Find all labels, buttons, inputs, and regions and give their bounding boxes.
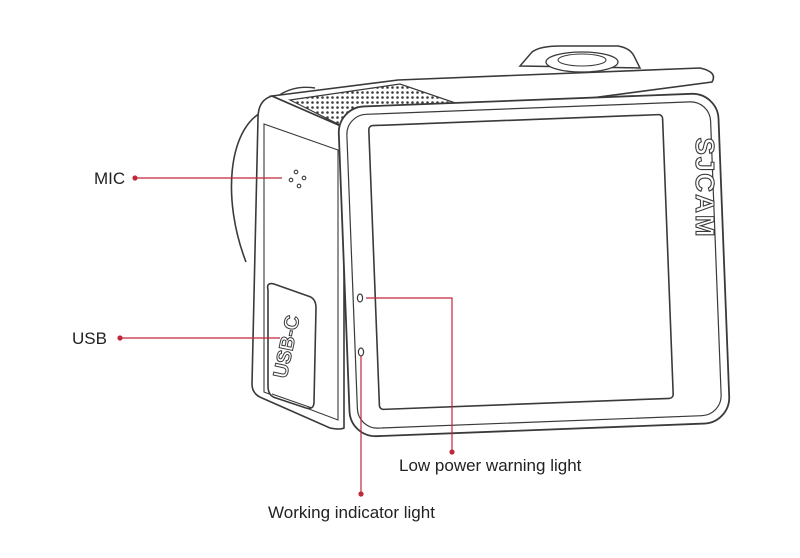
usb-port-cover <box>266 282 317 410</box>
low-power-leader-dot <box>449 449 455 455</box>
mic-holes <box>288 169 307 189</box>
leader-lines <box>120 177 453 494</box>
camera-front-bezel <box>346 101 722 429</box>
usb-leader-dot <box>117 335 123 341</box>
lens-outline <box>230 111 263 263</box>
low-power-label: Low power warning light <box>399 456 582 475</box>
usb-cover-ledge <box>271 393 313 409</box>
working-leader-dot <box>358 491 364 497</box>
leader-dots <box>117 175 455 497</box>
brand-logo: SJCAM <box>690 137 720 238</box>
camera-side-inner <box>263 123 339 421</box>
shutter-button <box>518 45 642 73</box>
low-power-leader <box>366 297 453 452</box>
touch-screen <box>368 113 674 411</box>
working-led <box>357 347 365 357</box>
low-power-led <box>356 293 364 303</box>
usb-label: USB <box>72 329 107 348</box>
working-label: Working indicator light <box>268 503 435 522</box>
mic-label: MIC <box>94 169 126 188</box>
mic-leader-dot <box>132 175 138 181</box>
